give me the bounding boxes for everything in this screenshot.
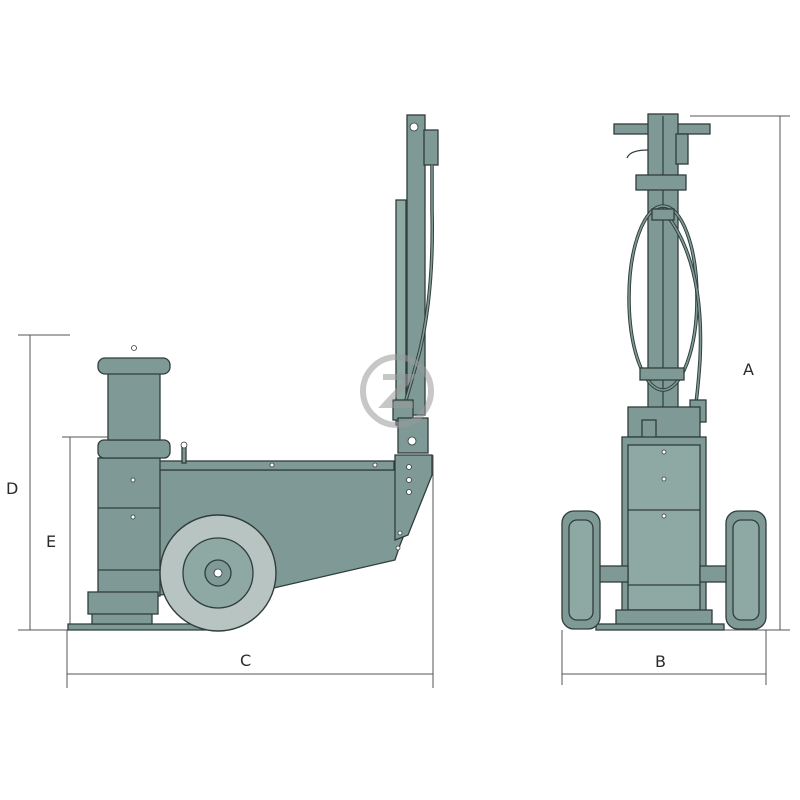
front-valve-box <box>675 133 689 165</box>
dim-label-d: D <box>6 479 18 498</box>
side-ram-collar <box>97 439 171 459</box>
side-saddle <box>97 357 171 375</box>
front-hose-clamp <box>639 367 685 381</box>
side-ram <box>107 371 161 441</box>
circle-z-logo-icon <box>360 354 434 428</box>
side-cylinder-foot <box>87 591 159 615</box>
dim-label-c: C <box>240 651 251 670</box>
dim-label-b: B <box>655 652 666 671</box>
side-handle-pivot <box>409 122 419 132</box>
dim-label-a: A <box>743 360 754 379</box>
side-valve-box <box>423 129 439 166</box>
dimension-lines <box>18 115 790 688</box>
side-view <box>67 114 439 632</box>
side-cylinder <box>97 457 161 597</box>
front-view <box>561 113 767 631</box>
front-base-plate <box>595 623 725 631</box>
side-handle-bracket <box>394 454 433 541</box>
dim-label-e: E <box>46 532 56 551</box>
front-upper-body <box>627 406 701 438</box>
front-axle-left <box>595 565 629 583</box>
front-valve-lever <box>626 149 649 159</box>
side-base-plate <box>67 623 207 631</box>
